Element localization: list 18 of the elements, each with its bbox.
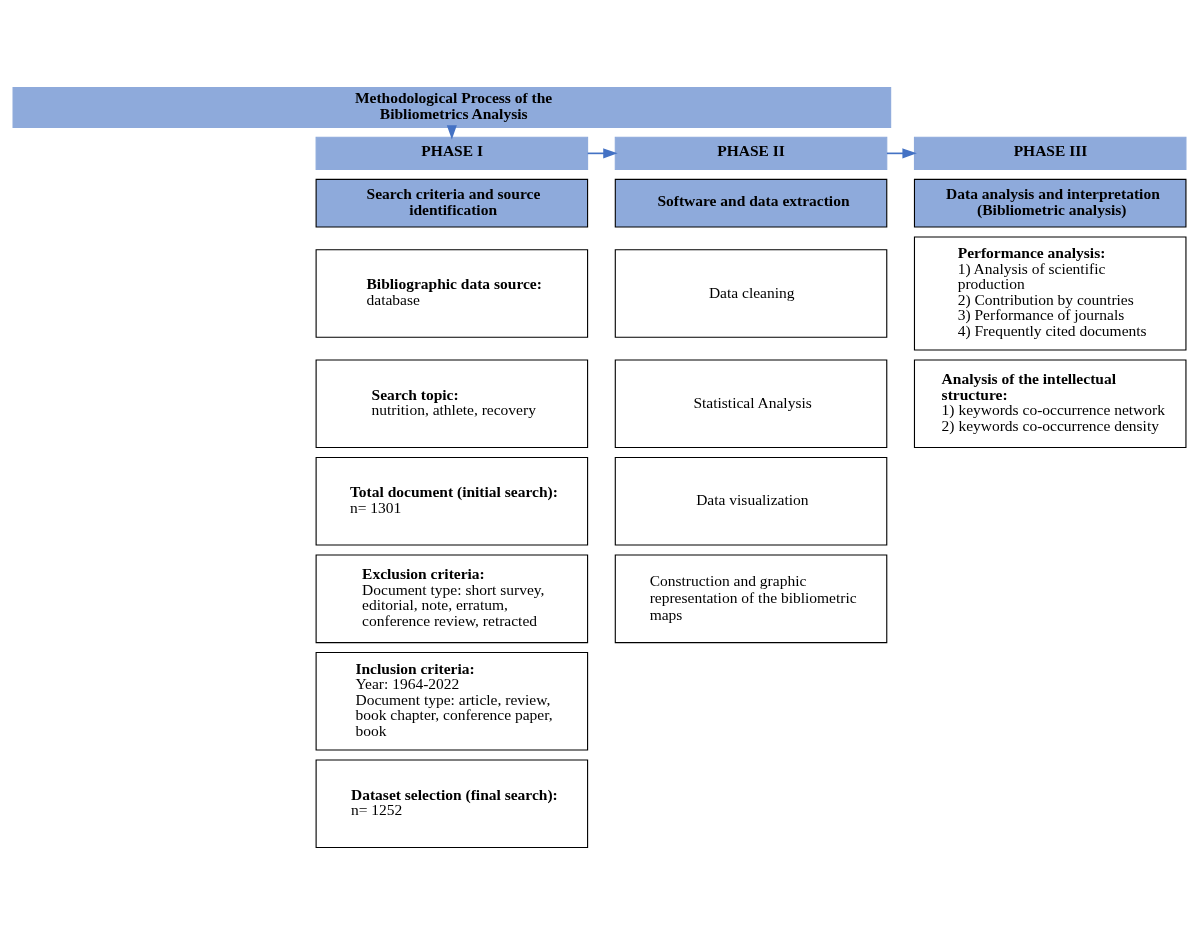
node-box: Construction and graphic representation of the bibliometric maps xyxy=(614,554,888,644)
node-box: Exclusion criteria: Document type: short survey, editorial, note, erratum, conference review, retracted xyxy=(315,554,589,644)
node-box: Bibliographic data source: database xyxy=(315,249,589,338)
node-box: Analysis of the intellectual structure: 1) keywords co-occurrence network 2) keywords co-occurrence density xyxy=(913,359,1187,449)
node-box: PHASE III xyxy=(913,136,1187,170)
node-box: PHASE I xyxy=(315,136,589,170)
node-box: Total document (initial search): n= 1301 xyxy=(315,456,589,546)
node-box: Data visualization xyxy=(614,456,888,546)
node-box: Software and data extraction xyxy=(614,178,888,228)
node-box: Data analysis and interpretation (Bibliometric analysis) xyxy=(913,178,1187,228)
node-box: PHASE II xyxy=(614,136,888,170)
node-box: Search topic: nutrition, athlete, recovery xyxy=(315,359,589,449)
node-box: Data cleaning xyxy=(614,249,888,338)
node-box: Statistical Analysis xyxy=(614,359,888,449)
node-box: Inclusion criteria: Year: 1964-2022 Document type: article, review, book chapter, conference paper, book xyxy=(315,652,589,751)
node-box: Performance analysis: 1) Analysis of scientific production 2) Contribution by countries 3) Performance of journals 4) Frequently cited documents xyxy=(913,236,1187,351)
node-box: Dataset selection (final search): n= 1252 xyxy=(315,759,589,849)
node-box: Search criteria and source identification xyxy=(315,178,589,228)
